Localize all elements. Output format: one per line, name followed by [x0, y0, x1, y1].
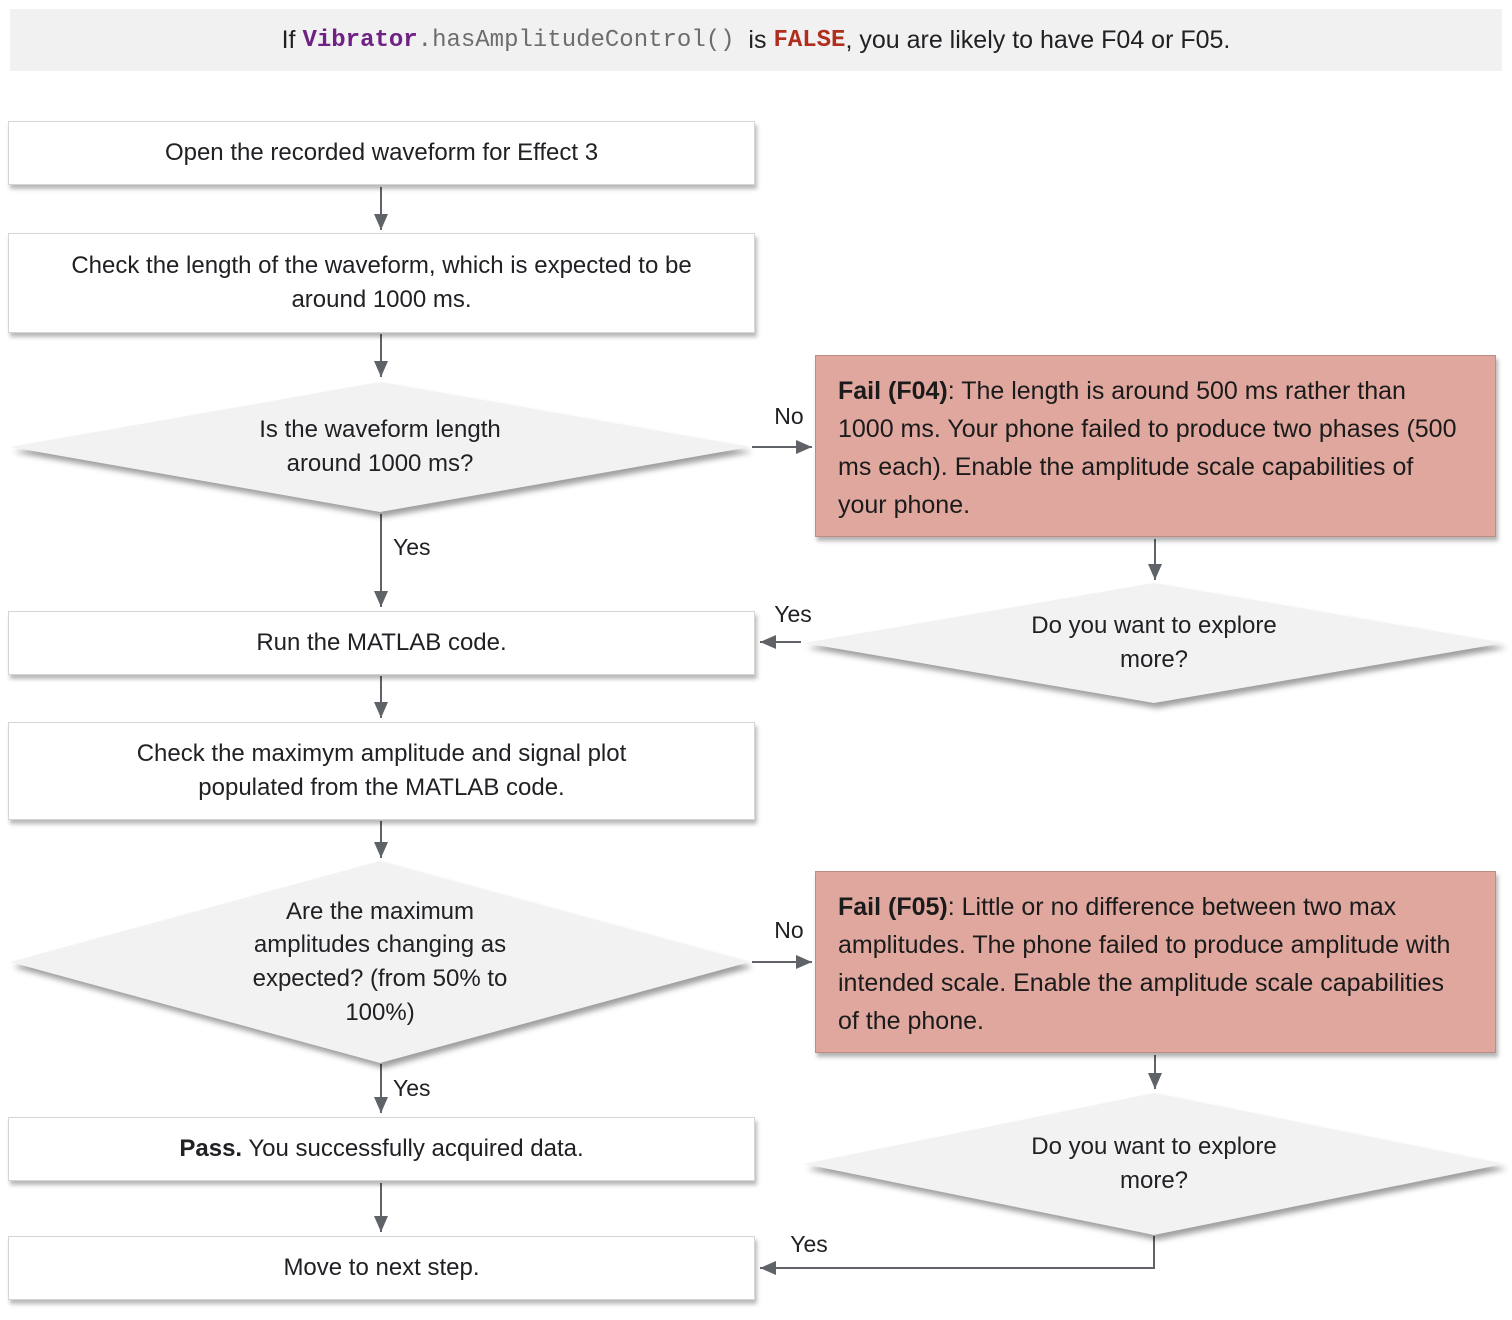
node-check-length: Check the length of the waveform, which …: [8, 233, 755, 333]
node-check-amplitude: Check the maximym amplitude and signal p…: [8, 722, 755, 820]
node-pass: Pass. You successfully acquired data.: [8, 1117, 755, 1181]
fail-f05-text: : Little or no difference between two ma…: [838, 893, 1451, 1035]
banner-code-method: .hasAmplitudeControl(): [417, 26, 735, 54]
node-run-matlab-text: Run the MATLAB code.: [256, 629, 507, 657]
arrow-explore2-yes: [760, 1236, 1155, 1275]
node-move-next: Move to next step.: [8, 1236, 755, 1300]
edge-label-length-yes: Yes: [393, 534, 431, 560]
edge-label-amplitude-no: No: [774, 917, 804, 943]
node-check-length-text: Check the length of the waveform, which …: [71, 252, 692, 313]
explore-2-text: Do you want to explore more?: [1031, 1133, 1277, 1194]
fail-f04-text: : The length is around 500 ms rather tha…: [838, 377, 1457, 519]
explore-1-shape: Do you want to explore more?: [804, 583, 1504, 703]
node-run-matlab: Run the MATLAB code.: [8, 611, 755, 675]
banner-middle: is: [734, 25, 774, 54]
amplitude-decision-text: Are the maximum amplitudes changing as e…: [252, 897, 508, 1026]
node-check-amplitude-text: Check the maximym amplitude and signal p…: [136, 740, 627, 801]
explore-1-text: Do you want to explore more?: [1031, 612, 1277, 673]
edge-label-explore2-yes: Yes: [790, 1231, 828, 1257]
banner-code-false: FALSE: [773, 26, 846, 54]
node-explore-2: Do you want to explore more?: [804, 1093, 1504, 1235]
node-move-next-text: Move to next step.: [283, 1254, 480, 1282]
edge-label-length-no: No: [774, 403, 804, 429]
node-length-decision: Is the waveform length around 1000 ms?: [10, 382, 750, 512]
edge-label-amplitude-yes: Yes: [393, 1075, 431, 1101]
explore-2-shape: Do you want to explore more?: [804, 1093, 1504, 1235]
banner-suffix: , you are likely to have F04 or F05.: [845, 25, 1231, 54]
length-decision-text: Is the waveform length around 1000 ms?: [259, 416, 501, 477]
node-explore-1: Do you want to explore more?: [804, 583, 1504, 703]
banner-code-class: Vibrator: [302, 26, 418, 54]
fail-f04-label: Fail (F04): [838, 377, 948, 405]
pass-label: Pass.: [179, 1135, 243, 1163]
fail-f05-label: Fail (F05): [838, 893, 948, 921]
amplitude-decision-shape: Are the maximum amplitudes changing as e…: [10, 861, 750, 1063]
node-open-waveform-text: Open the recorded waveform for Effect 3: [164, 139, 599, 167]
node-fail-f04: Fail (F04): The length is around 500 ms …: [815, 355, 1496, 537]
length-decision-shape: Is the waveform length around 1000 ms?: [10, 382, 750, 512]
node-open-waveform: Open the recorded waveform for Effect 3: [8, 121, 755, 185]
edge-label-explore1-yes: Yes: [774, 601, 812, 627]
node-amplitude-decision: Are the maximum amplitudes changing as e…: [10, 861, 750, 1063]
pass-rest: You successfully acquired data.: [242, 1135, 584, 1163]
banner: If Vibrator.hasAmplitudeControl() is FAL…: [10, 9, 1502, 71]
node-fail-f05: Fail (F05): Little or no difference betw…: [815, 871, 1496, 1053]
banner-prefix: If: [281, 25, 303, 54]
node-pass-text: Pass. You successfully acquired data.: [179, 1132, 583, 1166]
